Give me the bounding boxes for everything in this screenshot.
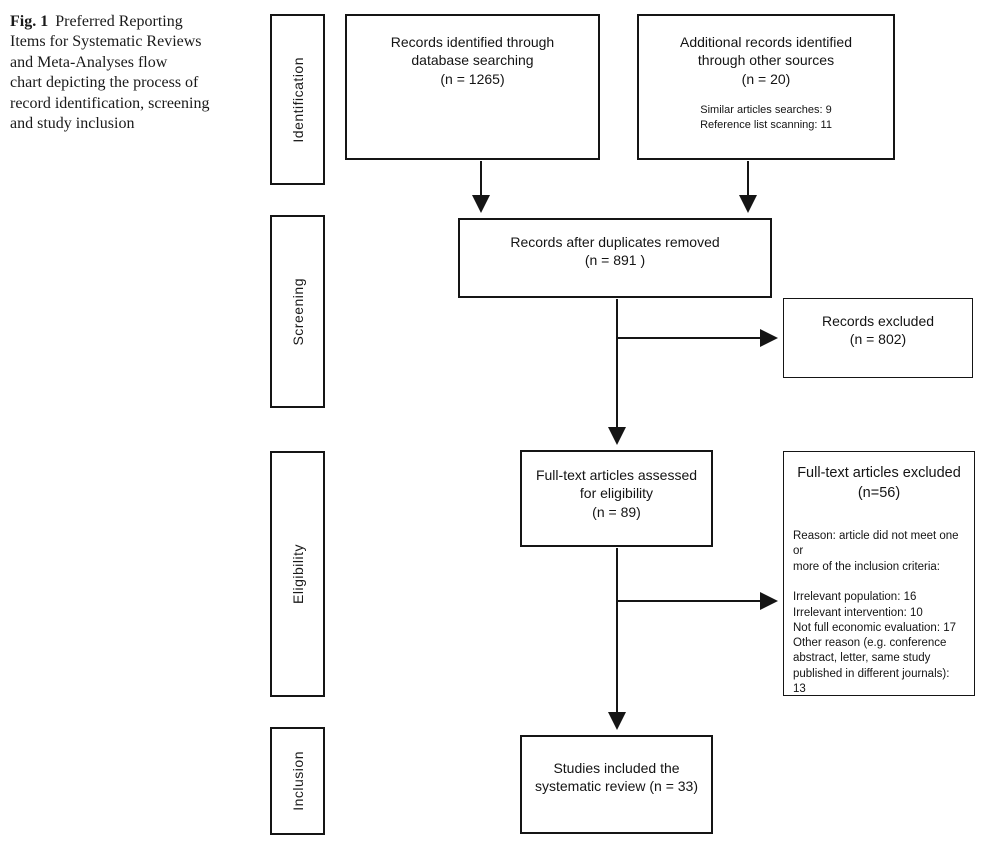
stage-label-inclusion: Inclusion bbox=[289, 751, 306, 811]
stage-label-screening: Screening bbox=[289, 277, 306, 346]
node-text: Studies included the systematic review (… bbox=[535, 760, 698, 795]
stage-label-identification: Identification bbox=[289, 56, 306, 143]
node-records-excluded: Records excluded (n = 802) bbox=[783, 298, 973, 378]
node-fulltext-articles-excluded: Full-text articles excluded (n=56) Reaso… bbox=[783, 451, 975, 696]
node-text: Records identified through database sear… bbox=[390, 34, 555, 87]
figure-label: Fig. 1 bbox=[10, 13, 49, 30]
node-exclusion-reasons: Reason: article did not meet one or more… bbox=[793, 530, 959, 695]
node-additional-records-other-sources: Additional records identified through ot… bbox=[637, 14, 895, 160]
node-text: Records excluded (n = 802) bbox=[821, 313, 935, 348]
node-text: Additional records identified through ot… bbox=[680, 34, 852, 87]
node-text: Full-text articles excluded (n=56) bbox=[797, 465, 961, 501]
stage-band-screening: Screening bbox=[270, 215, 325, 408]
stage-band-eligibility: Eligibility bbox=[270, 451, 325, 697]
node-subtext: Similar articles searches: 9 Reference l… bbox=[700, 104, 832, 132]
node-records-after-duplicates-removed: Records after duplicates removed (n = 89… bbox=[458, 218, 772, 298]
node-records-identified-database: Records identified through database sear… bbox=[345, 14, 600, 160]
node-text: Full-text articles assessed for eligibil… bbox=[535, 467, 698, 520]
node-fulltext-articles-assessed: Full-text articles assessed for eligibil… bbox=[520, 450, 713, 547]
figure-caption-text: Preferred Reporting Items for Systematic… bbox=[10, 13, 210, 133]
node-studies-included: Studies included the systematic review (… bbox=[520, 735, 713, 834]
stage-band-inclusion: Inclusion bbox=[270, 727, 325, 835]
stage-label-eligibility: Eligibility bbox=[289, 544, 306, 604]
stage-band-identification: Identification bbox=[270, 14, 325, 185]
node-text: Records after duplicates removed (n = 89… bbox=[510, 234, 720, 269]
